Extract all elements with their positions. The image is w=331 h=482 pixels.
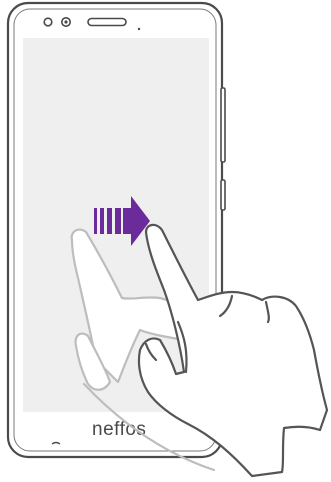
front-camera-lens-icon — [64, 20, 67, 23]
arrow-stripe — [94, 208, 97, 234]
proximity-sensor-icon — [138, 28, 140, 30]
arrow-stripe — [100, 208, 104, 234]
volume-button — [221, 88, 225, 162]
brand-logo: neffos — [92, 419, 146, 440]
arrow-stripe — [115, 208, 121, 234]
power-button — [221, 180, 225, 210]
arrow-stripe — [107, 208, 112, 234]
